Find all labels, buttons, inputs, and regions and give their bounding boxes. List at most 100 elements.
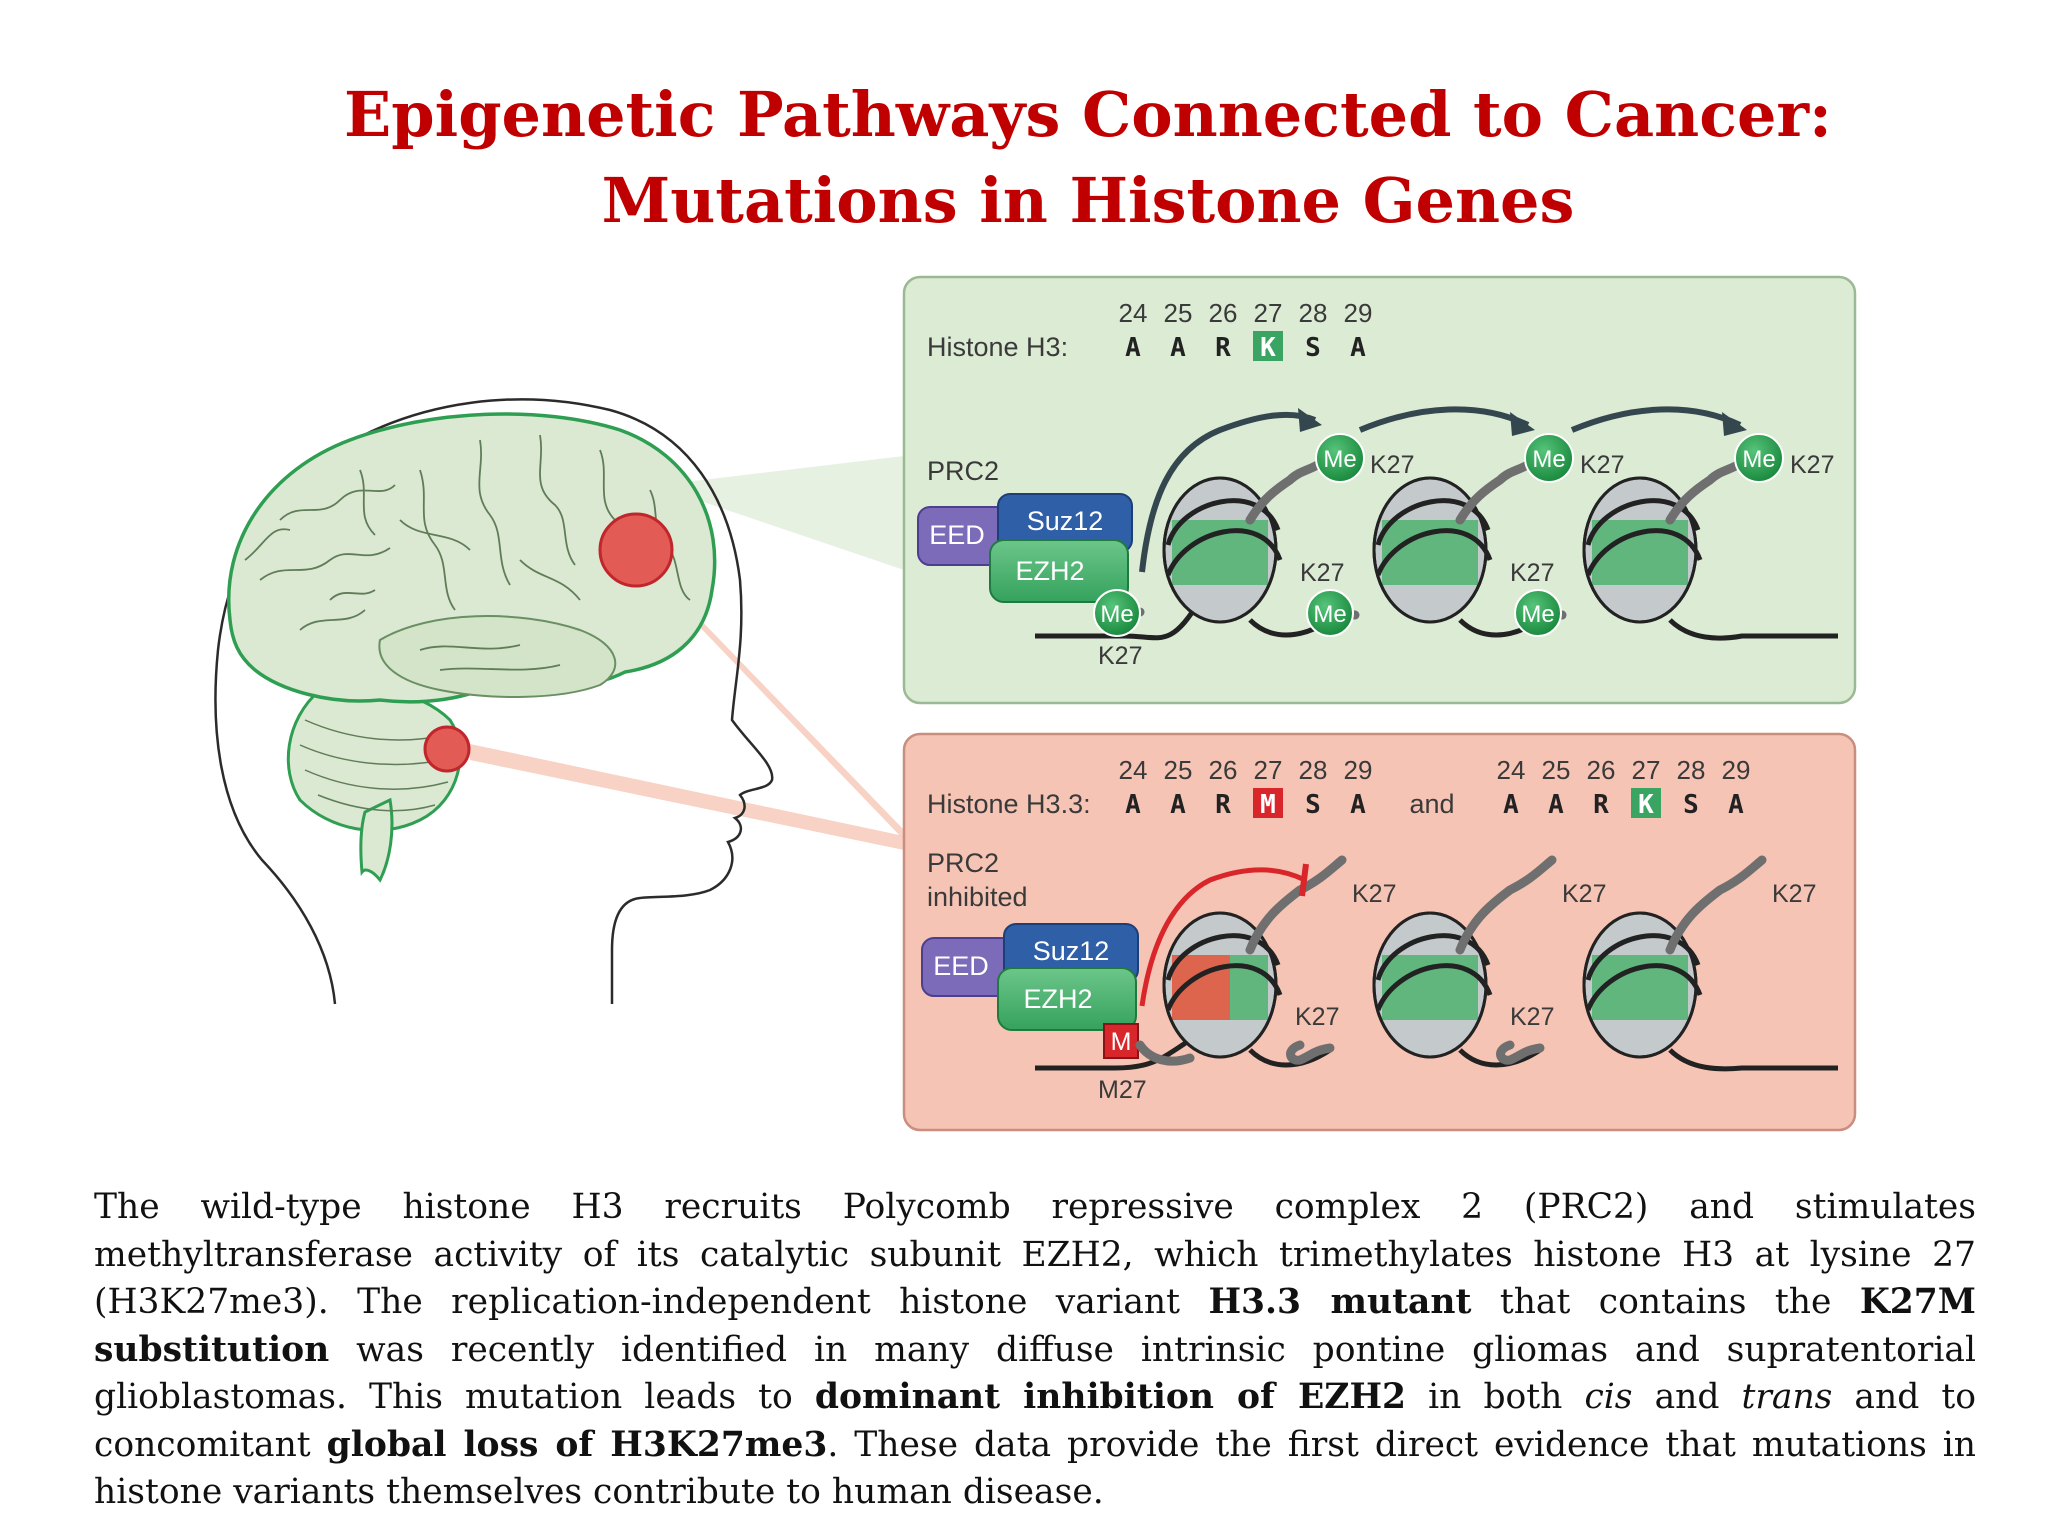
title-line-1: Epigenetic Pathways Connected to Cancer:	[344, 78, 1832, 151]
mpos-29: 29	[1344, 755, 1373, 785]
mpos-24: 24	[1119, 755, 1148, 785]
mk27-label-4: K27	[1295, 1003, 1339, 1031]
ezh2-label-mutant: EZH2	[1023, 984, 1092, 1014]
pos-24: 24	[1119, 298, 1148, 328]
methyl-marks-top: Me K27 Me K27 Me K27 Me K27 Me K27 Me K2…	[1093, 433, 1834, 670]
suz12-label-mutant: Suz12	[1033, 936, 1110, 966]
residue-26: R	[1215, 333, 1231, 363]
wres-26: R	[1593, 790, 1609, 820]
caption-bold-global-loss: global loss of H3K27me3	[326, 1424, 828, 1465]
wres-27: K	[1638, 790, 1654, 820]
mpos-28: 28	[1299, 755, 1328, 785]
me-label-2: Me	[1532, 446, 1565, 473]
suz12-label: Suz12	[1027, 506, 1104, 536]
spreading-arrow-3	[1570, 406, 1742, 433]
k27-label-5: K27	[1300, 559, 1344, 587]
sequence-top: A A R K S A	[1125, 333, 1366, 363]
mk27-label-2: K27	[1562, 880, 1606, 908]
mres-29: A	[1350, 790, 1366, 820]
m-label: M	[1111, 1028, 1132, 1056]
pos-25: 25	[1164, 298, 1193, 328]
dna-strand-bottom	[1035, 1037, 1838, 1072]
k27-label-2: K27	[1580, 451, 1624, 479]
wpos-28: 28	[1677, 755, 1706, 785]
nucleosome-3	[1582, 476, 1703, 624]
caption-text-4: in both	[1406, 1377, 1585, 1417]
pos-28: 28	[1299, 298, 1328, 328]
mk27-label-1: K27	[1352, 880, 1396, 908]
wpos-27: 27	[1632, 755, 1661, 785]
lysine-highlight-wt	[1631, 788, 1661, 818]
wpos-29: 29	[1722, 755, 1751, 785]
k27-label-1: K27	[1370, 451, 1414, 479]
caption-text-6: and to concomitant	[94, 1377, 1977, 1465]
position-numbers-mutant: 24 25 26 27 28 29	[1119, 755, 1373, 785]
brain-folds	[244, 434, 691, 671]
tumor-site-pons	[423, 725, 471, 773]
wres-29: A	[1728, 790, 1744, 820]
residue-29: A	[1350, 333, 1366, 363]
brain	[227, 412, 717, 883]
mpos-25: 25	[1164, 755, 1193, 785]
wild-type-panel: 24 25 26 27 28 29 Histone H3: A A R K S …	[902, 275, 1857, 705]
caption-text-7: . These data provide the first direct ev…	[94, 1424, 1976, 1513]
residue-28: S	[1305, 333, 1321, 363]
tumor-site-cortex	[598, 512, 674, 588]
nucleosome-2	[1372, 476, 1493, 624]
projection-cone-top	[668, 456, 904, 570]
sequence-wt: A A R K S A	[1503, 790, 1744, 820]
me-label-4: Me	[1100, 601, 1133, 628]
brainstem	[359, 797, 394, 883]
residue-25: A	[1170, 333, 1186, 363]
projection-cone-bottom	[470, 744, 904, 850]
k27-label-6: K27	[1510, 559, 1554, 587]
spreading-arrow-2	[1358, 406, 1530, 433]
k27-label-4: K27	[1098, 642, 1142, 670]
ezh2-block	[989, 539, 1129, 603]
residue-27: K	[1260, 333, 1276, 363]
wpos-24: 24	[1497, 755, 1526, 785]
wres-25: A	[1548, 790, 1564, 820]
position-numbers-top: 24 25 26 27 28 29	[1119, 298, 1373, 328]
histone-h3-label: Histone H3:	[927, 332, 1068, 362]
cerebrum	[227, 412, 717, 704]
wpos-25: 25	[1542, 755, 1571, 785]
prc2-inhibited-label-2: inhibited	[927, 882, 1028, 912]
spreading-arrows	[1139, 406, 1747, 573]
residue-24: A	[1125, 333, 1141, 363]
inhibition-bar	[1299, 863, 1309, 897]
mres-26: R	[1215, 790, 1231, 820]
sequence-mutant: A A R M S A	[1125, 790, 1366, 820]
ezh2-block-mutant	[997, 967, 1137, 1031]
me-label-3: Me	[1742, 446, 1775, 473]
page-title: Epigenetic Pathways Connected to Cancer:…	[0, 72, 2048, 244]
spreading-arrow-1	[1139, 411, 1317, 573]
prc2-label: PRC2	[927, 456, 999, 486]
mres-25: A	[1170, 790, 1186, 820]
inhibition-arrow	[1139, 867, 1307, 1007]
projection-cone-middle	[660, 578, 904, 840]
pos-29: 29	[1344, 298, 1373, 328]
caption: The wild-type histone H3 recruits Polyco…	[94, 1184, 1976, 1517]
caption-italic-cis: cis	[1584, 1377, 1633, 1417]
mk27-label-3: K27	[1772, 880, 1816, 908]
caption-text-1: The wild-type histone H3 recruits Polyco…	[94, 1187, 1976, 1322]
methionine-highlight	[1253, 788, 1283, 818]
pos-26: 26	[1209, 298, 1238, 328]
dna-strand-top	[1035, 598, 1838, 641]
histone-h33-label: Histone H3.3:	[927, 789, 1091, 819]
lysine-highlight	[1253, 331, 1283, 361]
k27-label-3: K27	[1790, 451, 1834, 479]
mpos-26: 26	[1209, 755, 1238, 785]
caption-text-2: that contains the	[1471, 1282, 1860, 1322]
mk27-label-5: K27	[1510, 1003, 1554, 1031]
mres-28: S	[1305, 790, 1321, 820]
nucleosome-1	[1162, 476, 1283, 624]
title-line-2: Mutations in Histone Genes	[601, 164, 1575, 237]
caption-text-5: and	[1632, 1377, 1742, 1417]
mutant-panel: 24 25 26 27 28 29 24 25 26 27 28 29 Hist…	[902, 732, 1857, 1132]
wpos-26: 26	[1587, 755, 1616, 785]
prc2-inhibited-label-1: PRC2	[927, 848, 999, 878]
temporal-lobe	[378, 615, 617, 698]
